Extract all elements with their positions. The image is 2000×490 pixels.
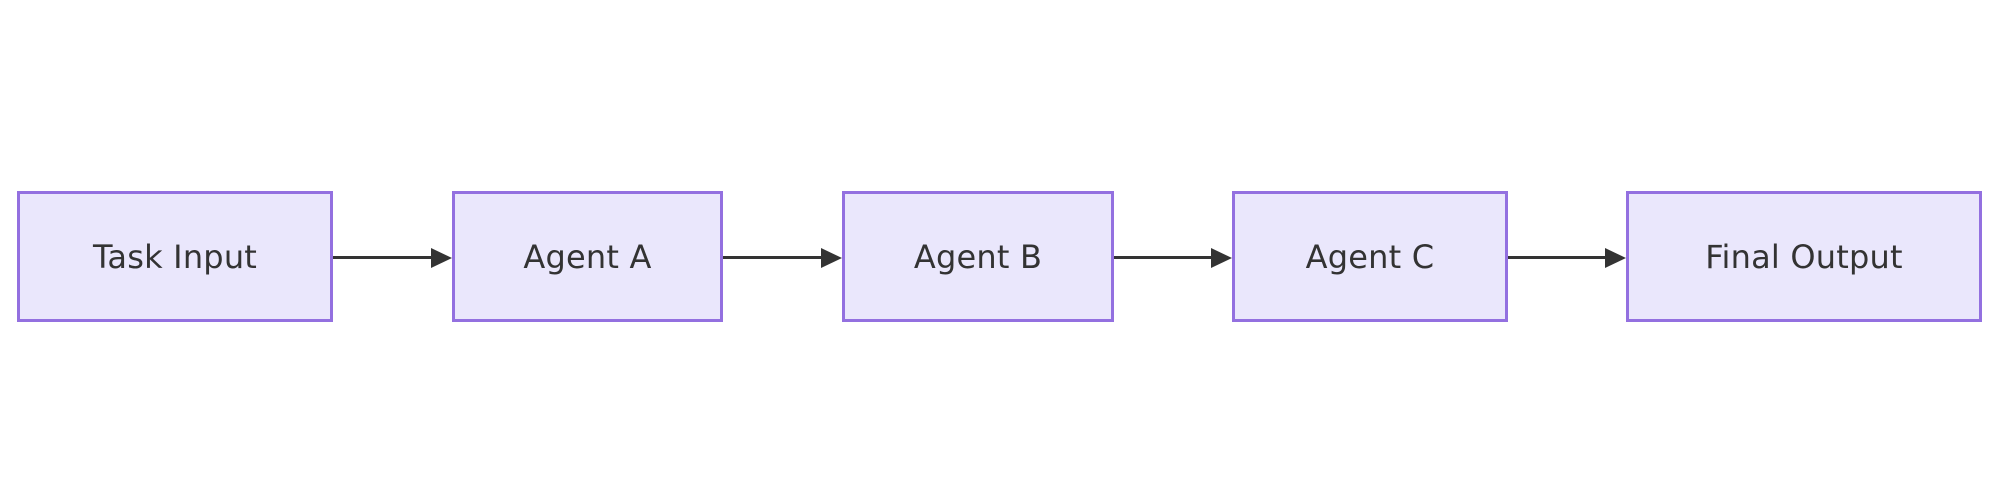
flow-edge-agent-a-to-agent-b: [723, 248, 842, 268]
flow-edge-agent-c-to-final-output: [1508, 248, 1626, 268]
arrow-line: [333, 256, 431, 259]
flow-node-final-output[interactable]: Final Output: [1626, 191, 1982, 322]
flow-node-label: Agent C: [1305, 237, 1435, 276]
arrow-line: [723, 256, 821, 259]
arrow-right-icon: [431, 248, 452, 268]
flow-node-label: Agent A: [523, 237, 652, 276]
arrow-line: [1114, 256, 1211, 259]
arrow-right-icon: [821, 248, 842, 268]
flow-edge-task-input-to-agent-a: [333, 248, 452, 268]
flow-node-agent-b[interactable]: Agent B: [842, 191, 1114, 322]
arrow-right-icon: [1211, 248, 1232, 268]
arrow-line: [1508, 256, 1605, 259]
flow-node-label: Agent B: [913, 237, 1043, 276]
flow-node-label: Task Input: [92, 237, 258, 276]
flow-edge-agent-b-to-agent-c: [1114, 248, 1232, 268]
arrow-right-icon: [1605, 248, 1626, 268]
flow-node-agent-c[interactable]: Agent C: [1232, 191, 1508, 322]
flow-node-task-input[interactable]: Task Input: [17, 191, 333, 322]
flow-node-label: Final Output: [1705, 237, 1903, 276]
flow-node-agent-a[interactable]: Agent A: [452, 191, 723, 322]
